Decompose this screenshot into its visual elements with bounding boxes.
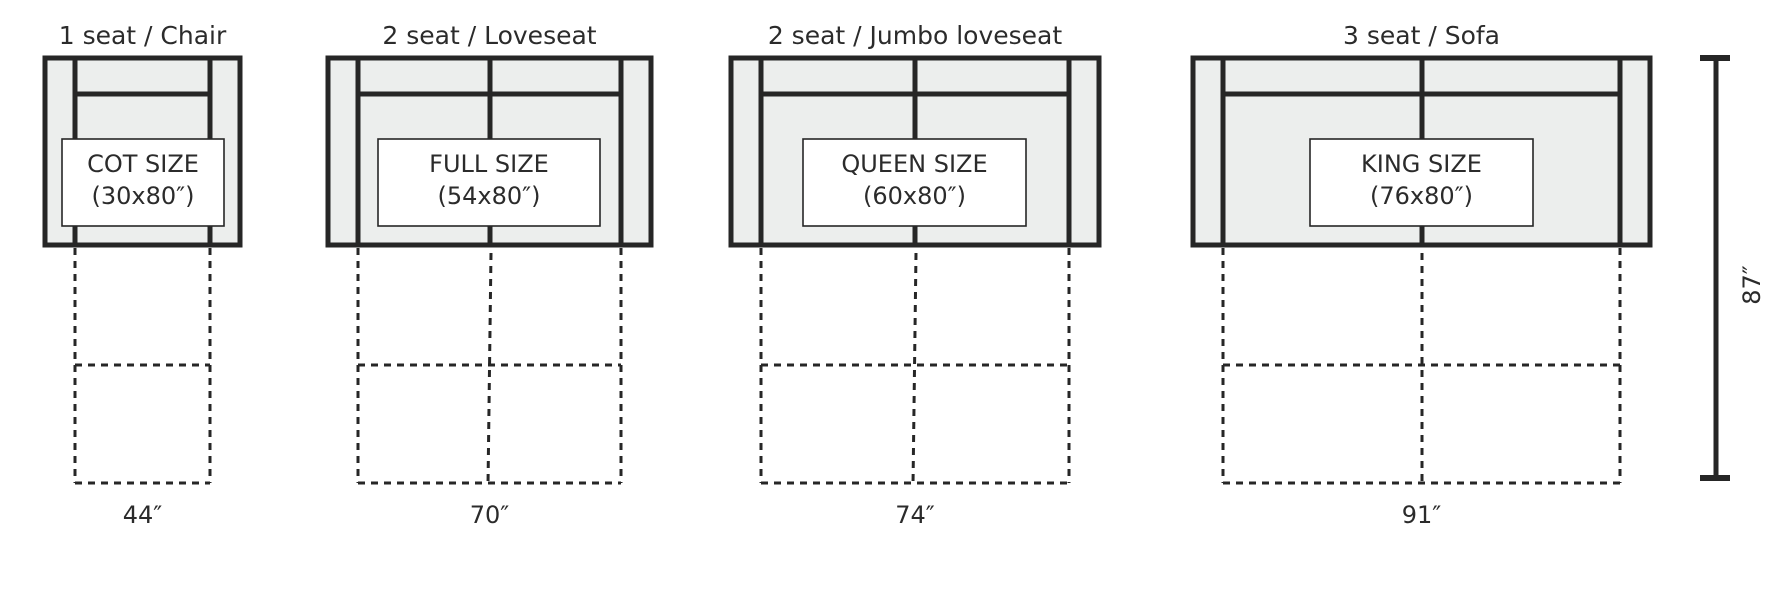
- width-label: 70″: [470, 501, 510, 529]
- bed-size-name: FULL SIZE: [429, 150, 549, 178]
- bed-size-dimensions: (76x80″): [1370, 182, 1473, 210]
- sofa-title: 2 seat / Jumbo loveseat: [768, 21, 1063, 50]
- bed-size-box: [61, 138, 225, 227]
- sofa-title: 2 seat / Loveseat: [382, 21, 596, 50]
- width-label: 44″: [123, 501, 163, 529]
- width-label: 74″: [895, 501, 935, 529]
- bed-extension-divider: [486, 252, 493, 486]
- bed-size-dimensions: (54x80″): [438, 182, 541, 210]
- bed-size-box: [802, 138, 1027, 227]
- bed-size-name: KING SIZE: [1361, 150, 1482, 178]
- depth-label: 87″: [1738, 265, 1766, 305]
- bed-size-name: COT SIZE: [87, 150, 199, 178]
- sofa-title: 1 seat / Chair: [59, 21, 227, 50]
- bed-size-dimensions: (30x80″): [92, 182, 195, 210]
- bed-size-box: [1309, 138, 1534, 227]
- bed-size-box: [377, 138, 601, 227]
- bed-size-name: QUEEN SIZE: [841, 150, 987, 178]
- sofa-title: 3 seat / Sofa: [1343, 21, 1500, 50]
- depth-dimension: 87″: [1700, 55, 1766, 481]
- bed-size-dimensions: (60x80″): [863, 182, 966, 210]
- bed-extension-divider: [911, 252, 918, 486]
- width-label: 91″: [1402, 501, 1442, 529]
